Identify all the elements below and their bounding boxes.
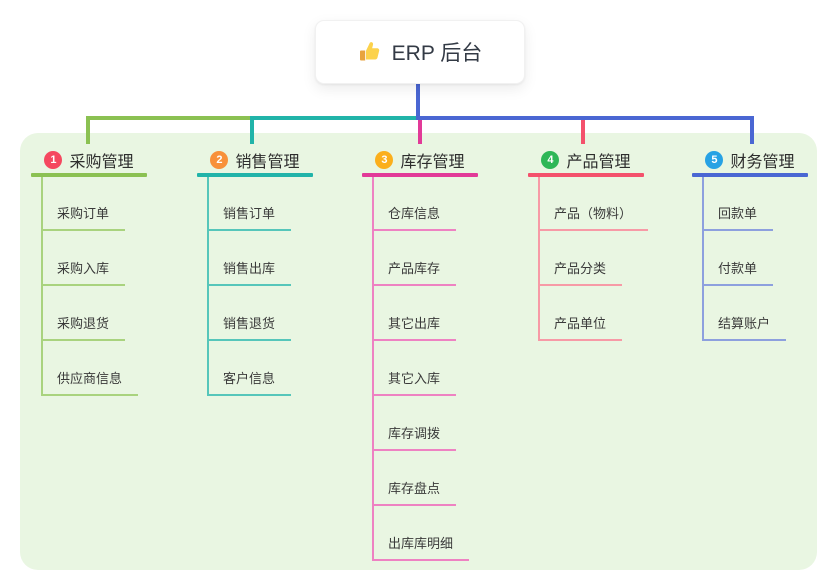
child-node[interactable]: 回款单	[702, 206, 774, 231]
child-node[interactable]: 产品（物料）	[538, 206, 649, 231]
branch-underline-5	[692, 173, 808, 177]
branch-spine-3	[372, 177, 374, 561]
branch-underline-4	[528, 173, 644, 177]
child-node[interactable]: 产品分类	[538, 261, 623, 286]
child-node[interactable]: 销售订单	[207, 206, 292, 231]
child-node[interactable]: 结算账户	[702, 316, 787, 341]
branch-underline-1	[31, 173, 147, 177]
branch-badge-2: 2	[210, 150, 229, 169]
mindmap-canvas-background	[20, 133, 817, 570]
branch-underline-2	[197, 173, 313, 177]
child-node[interactable]: 采购入库	[41, 261, 126, 286]
branch-underline-3	[362, 173, 478, 177]
branch-title-4[interactable]: 4 产品管理	[528, 149, 644, 171]
branch-badge-5: 5	[705, 150, 724, 169]
child-node[interactable]: 采购订单	[41, 206, 126, 231]
child-node[interactable]: 仓库信息	[372, 206, 457, 231]
branch-badge-3: 3	[375, 150, 394, 169]
child-node[interactable]: 其它入库	[372, 371, 457, 396]
child-node[interactable]: 产品单位	[538, 316, 623, 341]
root-title: ERP 后台	[391, 42, 483, 65]
branch-label: 销售管理	[235, 153, 300, 171]
child-node[interactable]: 销售出库	[207, 261, 292, 286]
branch-label: 财务管理	[730, 153, 795, 171]
branch-spine-4	[538, 177, 540, 341]
branch-spine-5	[702, 177, 704, 341]
child-node[interactable]: 产品库存	[372, 261, 457, 286]
branch-badge-4: 4	[541, 150, 560, 169]
branch-title-5[interactable]: 5 财务管理	[692, 149, 808, 171]
root-node-erp[interactable]: ERP 后台	[315, 20, 525, 84]
child-node[interactable]: 销售退货	[207, 316, 292, 341]
branch-label: 库存管理	[400, 153, 465, 171]
child-node[interactable]: 库存盘点	[372, 481, 457, 506]
child-node[interactable]: 供应商信息	[41, 371, 139, 396]
branch-spine-1	[41, 177, 43, 396]
child-node[interactable]: 出库库明细	[372, 536, 470, 561]
child-node[interactable]: 采购退货	[41, 316, 126, 341]
thumbs-up-icon	[359, 42, 379, 61]
branch-title-1[interactable]: 1 采购管理	[31, 149, 147, 171]
branch-label: 采购管理	[69, 153, 134, 171]
branch-title-2[interactable]: 2 销售管理	[197, 149, 313, 171]
branch-badge-1: 1	[44, 150, 63, 169]
branch-spine-2	[207, 177, 209, 396]
child-node[interactable]: 其它出库	[372, 316, 457, 341]
child-node[interactable]: 库存调拨	[372, 426, 457, 451]
child-node[interactable]: 付款单	[702, 261, 774, 286]
branch-label: 产品管理	[566, 153, 631, 171]
child-node[interactable]: 客户信息	[207, 371, 292, 396]
branch-title-3[interactable]: 3 库存管理	[362, 149, 478, 171]
